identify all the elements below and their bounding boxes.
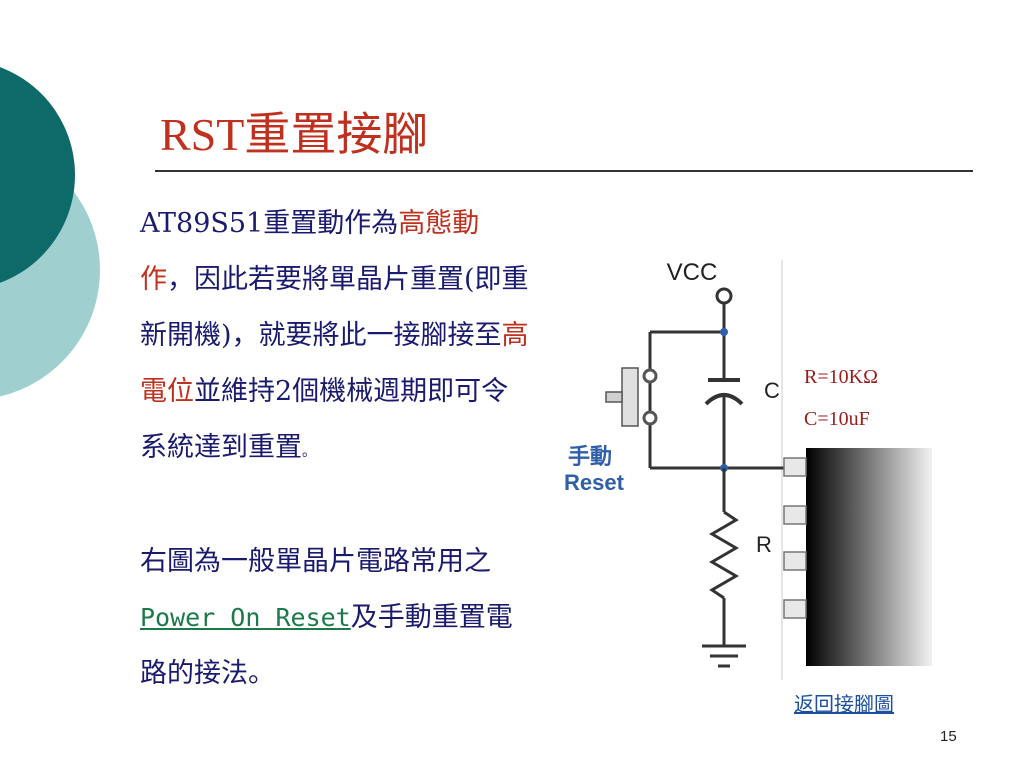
chip-pin [783,551,807,571]
chip-pin-rst [783,457,807,477]
title-divider [155,170,973,172]
p2-text-b: 及手動重置電路的接法。 [140,602,513,689]
paragraph-reset-description: AT89S51重置動作為高態動作，因此若要將單晶片重置(即重新開機)，就要將此一… [140,196,530,480]
paragraph-circuit-description: 右圖為一般單晶片電路常用之 Power On Reset及手動重置電路的接法。 [140,534,530,702]
p1-text-a: AT89S51重置動作為 [140,208,399,239]
chip-pin [783,505,807,525]
junction-top [720,328,728,336]
switch-contact-bottom [642,410,658,426]
resistor [709,510,739,600]
p1-text-f: 並維持2個機械週期即可令系統達到重置 [140,376,509,463]
capacitor-label: C [764,378,780,403]
back-to-pin-diagram-link[interactable]: 返回接腳圖 [794,692,894,716]
reset-circuit-diagram: VCC C 手動 Reset R [564,259,932,680]
p1-period: 。 [302,444,316,460]
microcontroller-chip [806,448,932,666]
decorative-circles [0,67,100,397]
resistor-value: R=10KΩ [804,366,878,388]
p1-highlight-high-potential: 高電位 [140,320,529,407]
p1-highlight-high-state: 高態 [398,208,453,239]
switch-contact-top [642,368,658,384]
p1-highlight-action: 動作 [140,208,480,295]
vcc-terminal [715,287,733,305]
switch-body [621,367,639,427]
p2-text-a: 右圖為一般單晶片電路常用之 [140,546,491,577]
manual-reset-label-en: Reset [564,470,625,495]
chip-pin [783,599,807,619]
capacitor-plate-bottom [704,393,744,406]
vcc-label: VCC [667,259,718,286]
capacitor-value: C=10uF [804,408,870,430]
page-number: 15 [940,728,957,745]
manual-reset-label-cn: 手動 [568,445,612,470]
resistor-label: R [756,532,772,557]
p1-text-d: ，因此若要將單晶片重置(即重新開機)，就要將此一接腳接至 [140,264,529,351]
switch-button [605,391,623,403]
power-on-reset-link[interactable]: Power On Reset [140,603,351,632]
slide-title: RST重置接腳 [160,109,429,160]
